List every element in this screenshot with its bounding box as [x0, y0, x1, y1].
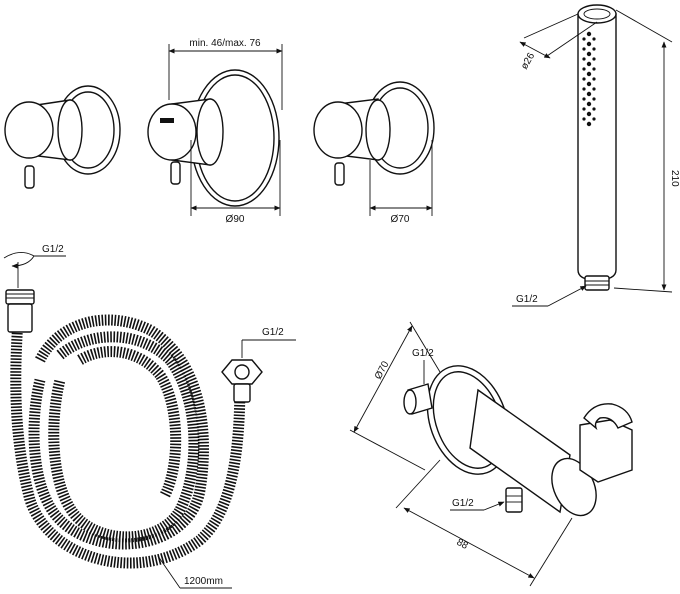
hose-thread-right-label: G1/2 — [262, 327, 284, 338]
spray-nozzles — [582, 31, 596, 127]
shower-head-thread-label: G1/2 — [516, 294, 538, 305]
hose-length-label: 1200mm — [184, 576, 223, 587]
concealed-valve-left — [4, 85, 121, 189]
hand-shower: ø26 210 G1/2 — [512, 4, 680, 307]
elbow-outlet-thread-label: G1/2 — [452, 498, 474, 509]
elbow-inlet-thread-label: G1/2 — [412, 348, 434, 359]
elbow-dia-label: Ø70 — [373, 359, 392, 381]
wall-elbow-with-holder: Ø70 G1/2 G1/2 88 — [349, 321, 633, 587]
shower-hose: G1/2 G1/2 1200mm — [3, 244, 296, 589]
valve-range-label: min. 46/max. 76 — [189, 38, 261, 49]
rosette-small-dia-label: Ø70 — [391, 214, 410, 225]
elbow-depth-label: 88 — [455, 537, 470, 552]
hose-thread-left-label: G1/2 — [42, 244, 64, 255]
concealed-valve-right: Ø70 — [313, 81, 435, 225]
rosette-large-dia-label: Ø90 — [226, 214, 245, 225]
shower-head-length-label: 210 — [669, 170, 680, 187]
concealed-valve-middle: min. 46/max. 76 Ø90 — [147, 38, 283, 225]
shower-head-dia-label: ø26 — [519, 51, 537, 72]
